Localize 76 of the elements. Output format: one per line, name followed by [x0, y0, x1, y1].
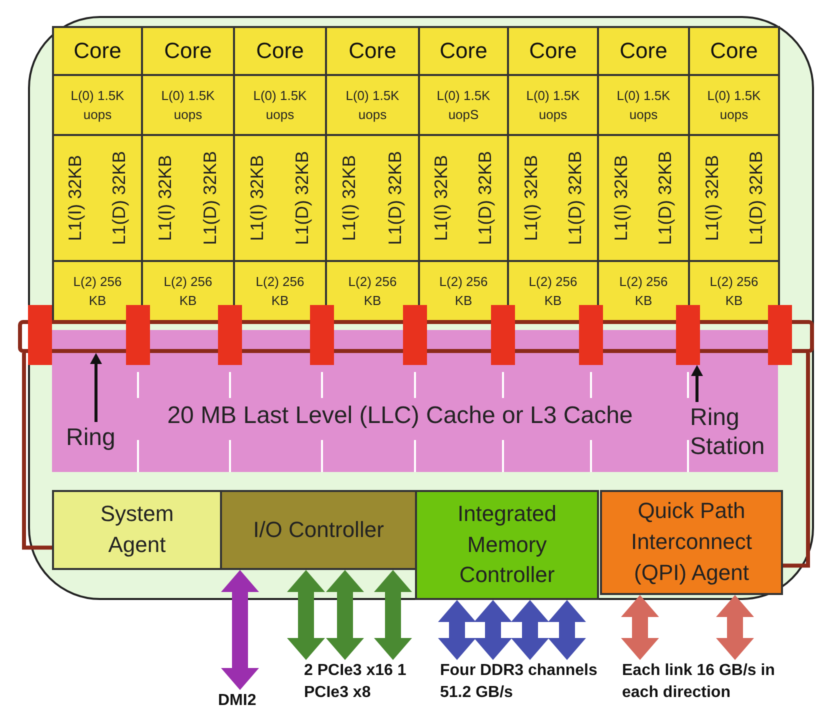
core-block — [507, 26, 599, 322]
core-block — [52, 26, 143, 322]
interface-note: Four DDR3 channels 51.2 GB/s — [440, 660, 600, 706]
core-block — [141, 26, 235, 322]
core-block — [597, 26, 690, 322]
double-arrow — [326, 570, 364, 660]
l2-cache-label: L(2) 256 KB — [162, 272, 214, 310]
ring-station — [218, 305, 242, 365]
l3-cache-block — [52, 330, 778, 472]
uncore-block: System Agent — [52, 490, 222, 570]
ring-station-label: Ring Station — [690, 402, 778, 464]
l0-cache-label: L(0) 1.5K uopS — [436, 86, 492, 124]
l1-instruction-cache-label: L1(I) 32KB — [155, 154, 176, 242]
core-block — [325, 26, 420, 322]
l2-cache-label: L(2) 256 KB — [254, 272, 306, 310]
interface-note: DMI2 — [218, 690, 270, 714]
l0-cache-label: L(0) 1.5K uops — [252, 86, 308, 124]
l2-cache-label: L(2) 256 KB — [708, 272, 760, 310]
l1-data-cache-label: L1(D) 32KB — [564, 150, 586, 246]
uncore-block: I/O Controller — [220, 490, 417, 570]
ring-station — [126, 305, 150, 365]
l1-instruction-cache-label: L1(I) 32KB — [339, 154, 360, 242]
ring-line — [22, 353, 52, 550]
ring-station — [579, 305, 603, 365]
l1-data-cache-label: L1(D) 32KB — [200, 150, 221, 246]
leader-arrow — [90, 353, 102, 422]
l1-instruction-cache-label: L1(I) 32KB — [520, 154, 542, 242]
l1-data-cache-label: L1(D) 32KB — [746, 150, 766, 246]
core-block — [233, 26, 327, 322]
l2-cache-label: L(2) 256 KB — [72, 272, 123, 310]
l0-cache-label: L(0) 1.5K uops — [344, 86, 400, 124]
double-arrow — [474, 600, 512, 660]
l2-cache-label: L(2) 256 KB — [438, 272, 489, 310]
ring-station — [676, 305, 700, 365]
l1-instruction-cache-label: L1(I) 32KB — [431, 154, 452, 242]
ring-station — [768, 305, 792, 365]
double-arrow — [221, 570, 259, 690]
uncore-block: Quick Path Interconnect (QPI) Agent — [600, 490, 783, 595]
l2-cache-label: L(2) 256 KB — [528, 272, 578, 310]
l1-instruction-cache-label: L1(I) 32KB — [65, 154, 86, 242]
l0-cache-label: L(0) 1.5K uops — [525, 86, 581, 124]
ring-station — [310, 305, 334, 365]
ring-label: Ring — [66, 422, 128, 454]
l1-instruction-cache-label: L1(I) 32KB — [702, 154, 722, 242]
l1-instruction-cache-label: L1(I) 32KB — [610, 154, 632, 242]
double-arrow — [511, 600, 549, 660]
double-arrow — [438, 600, 476, 660]
l1-instruction-cache-label: L1(I) 32KB — [247, 154, 268, 242]
cache-label: 20 MB Last Level (LLC) Cache or L3 Cache — [166, 402, 634, 430]
ring-line — [783, 353, 810, 568]
l1-data-cache-label: L1(D) 32KB — [474, 150, 496, 246]
l2-cache-label: L(2) 256 KB — [618, 272, 669, 310]
ring-station — [491, 305, 515, 365]
double-arrow — [374, 570, 412, 660]
l0-cache-label: L(0) 1.5K uops — [616, 86, 672, 124]
ring-station — [403, 305, 427, 365]
core-block — [688, 26, 780, 322]
l0-cache-label: L(0) 1.5K uops — [70, 86, 126, 124]
double-arrow — [621, 595, 659, 660]
core-title: Core — [690, 28, 778, 76]
double-arrow — [287, 570, 325, 660]
double-arrow — [548, 600, 586, 660]
l1-data-cache-label: L1(D) 32KB — [292, 150, 313, 246]
l1-data-cache-label: L1(D) 32KB — [108, 150, 130, 246]
l1-data-cache-label: L1(D) 32KB — [655, 150, 676, 246]
double-arrow — [716, 595, 754, 660]
l0-cache-label: L(0) 1.5K uops — [706, 86, 762, 124]
core-block — [418, 26, 509, 322]
interface-note: 2 PCIe3 x16 1 PCIe3 x8 — [304, 660, 414, 706]
l1-data-cache-label: L1(D) 32KB — [384, 150, 406, 246]
l2-cache-label: L(2) 256 KB — [347, 272, 398, 310]
leader-arrow — [691, 365, 703, 402]
interface-note: Each link 16 GB/s in each direction — [622, 660, 814, 706]
l0-cache-label: L(0) 1.5K uops — [160, 86, 216, 124]
uncore-block: Integrated Memory Controller — [415, 490, 599, 600]
ring-station — [28, 305, 52, 365]
